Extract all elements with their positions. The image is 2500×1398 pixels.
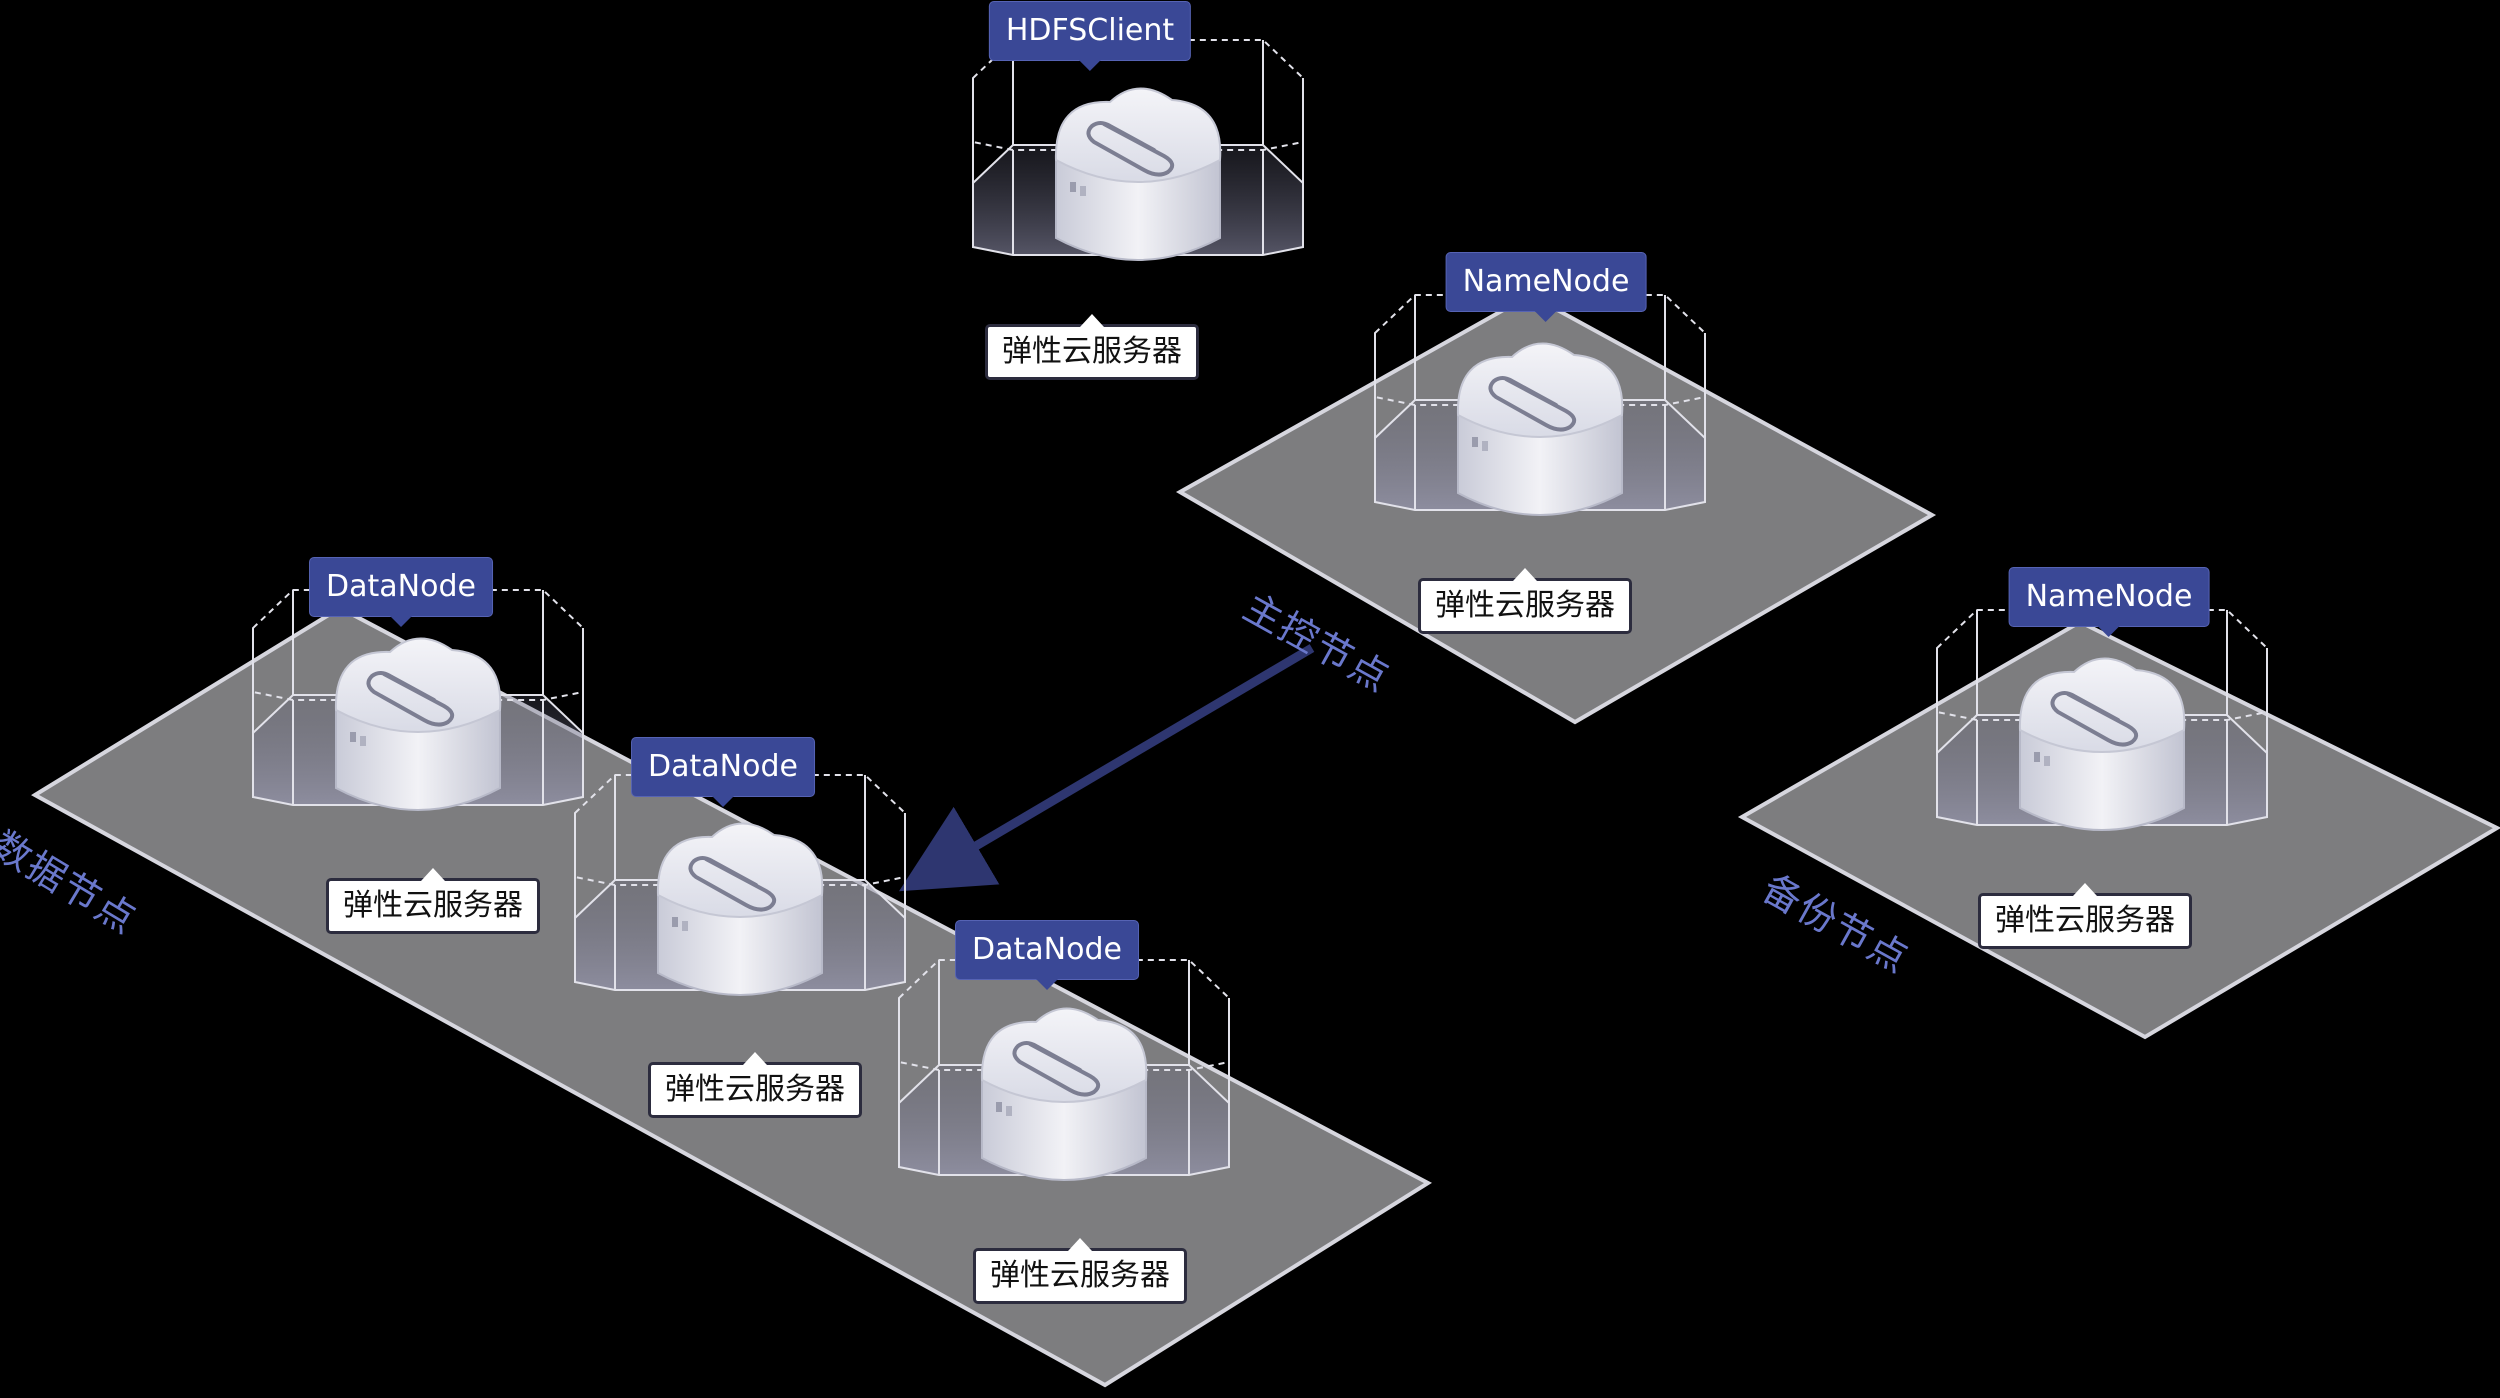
paperclip-icon xyxy=(2050,691,2139,747)
status-light-icon xyxy=(1070,182,1076,192)
datanode-1-role-label: DataNode xyxy=(309,557,493,627)
status-light-icon xyxy=(1472,437,1478,447)
cube-top-outline xyxy=(574,774,906,886)
backup-server-label: 弹性云服务器 xyxy=(1978,883,2192,949)
cloud-server-icon xyxy=(335,709,501,811)
master-role-label: NameNode xyxy=(1445,252,1647,322)
paperclip-icon xyxy=(1012,1041,1101,1097)
paperclip-icon xyxy=(688,856,777,912)
status-light-icon xyxy=(2044,756,2050,766)
status-light-icon xyxy=(1080,186,1086,196)
cloud-server-top xyxy=(334,637,502,733)
datanode-1-server-unit xyxy=(252,589,584,811)
datanode-3-server-label: 弹性云服务器 xyxy=(973,1238,1187,1304)
paperclip-icon xyxy=(1086,121,1175,177)
status-light-icon xyxy=(1482,441,1488,451)
cloud-server-icon xyxy=(1457,414,1623,516)
cloud-server-icon xyxy=(981,1079,1147,1181)
backup-role-label: NameNode xyxy=(2008,567,2210,637)
cube-top-outline xyxy=(1374,294,1706,406)
master-to-data-arrow xyxy=(898,644,1315,892)
cube-top-outline xyxy=(972,39,1304,151)
cloud-server-icon xyxy=(1055,159,1221,261)
cloud-server-top xyxy=(2018,657,2186,753)
master-server-label: 弹性云服务器 xyxy=(1418,568,1632,634)
status-light-icon xyxy=(350,732,356,742)
datanode-2-server-label: 弹性云服务器 xyxy=(648,1052,862,1118)
cube-top-outline xyxy=(1936,609,2268,721)
client-server-unit xyxy=(972,39,1304,261)
datanode-2-server-unit xyxy=(574,774,906,996)
status-light-icon xyxy=(360,736,366,746)
status-light-icon xyxy=(682,921,688,931)
datanode-2-role-label: DataNode xyxy=(631,737,815,807)
cloud-server-icon xyxy=(2019,729,2185,831)
cube-top-outline xyxy=(252,589,584,701)
platform-data xyxy=(31,605,1433,1388)
cloud-server-icon xyxy=(657,894,823,996)
master-server-unit xyxy=(1374,294,1706,516)
client-server-label: 弹性云服务器 xyxy=(985,314,1199,380)
paperclip-icon xyxy=(366,671,455,727)
status-light-icon xyxy=(672,917,678,927)
datanode-3-role-label: DataNode xyxy=(955,920,1139,990)
cube-top-outline xyxy=(898,959,1230,1071)
cloud-server-top xyxy=(1054,87,1222,183)
cloud-server-top xyxy=(980,1007,1148,1103)
datanode-1-server-label: 弹性云服务器 xyxy=(326,868,540,934)
paperclip-icon xyxy=(1488,376,1577,432)
datanode-3-server-unit xyxy=(898,959,1230,1181)
server-units xyxy=(252,39,2268,1181)
status-light-icon xyxy=(2034,752,2040,762)
cloud-server-top xyxy=(1456,342,1624,438)
cloud-server-top xyxy=(656,822,824,918)
client-role-label: HDFSClient xyxy=(988,1,1192,71)
backup-server-unit xyxy=(1936,609,2268,831)
status-light-icon xyxy=(996,1102,1002,1112)
status-light-icon xyxy=(1006,1106,1012,1116)
